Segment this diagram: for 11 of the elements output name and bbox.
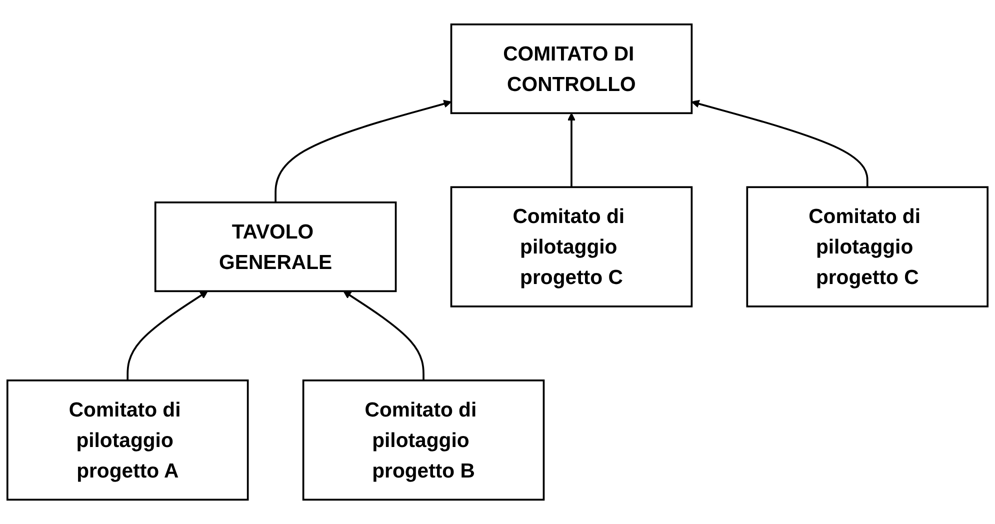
- node-box: Comitato di pilotaggio progetto A: [6, 379, 249, 501]
- node-box: Comitato di pilotaggio progetto C: [746, 186, 989, 308]
- arrow: [691, 100, 868, 188]
- node-box: Comitato di pilotaggio progetto C: [450, 186, 693, 308]
- arrow: [343, 290, 424, 380]
- node-box: TAVOLO GENERALE: [154, 201, 397, 292]
- arrow: [567, 112, 576, 188]
- arrow: [274, 100, 452, 202]
- node-box: COMITATO DI CONTROLLO: [450, 23, 693, 114]
- node-box: Comitato di pilotaggio progetto B: [302, 379, 545, 501]
- arrow: [126, 290, 208, 380]
